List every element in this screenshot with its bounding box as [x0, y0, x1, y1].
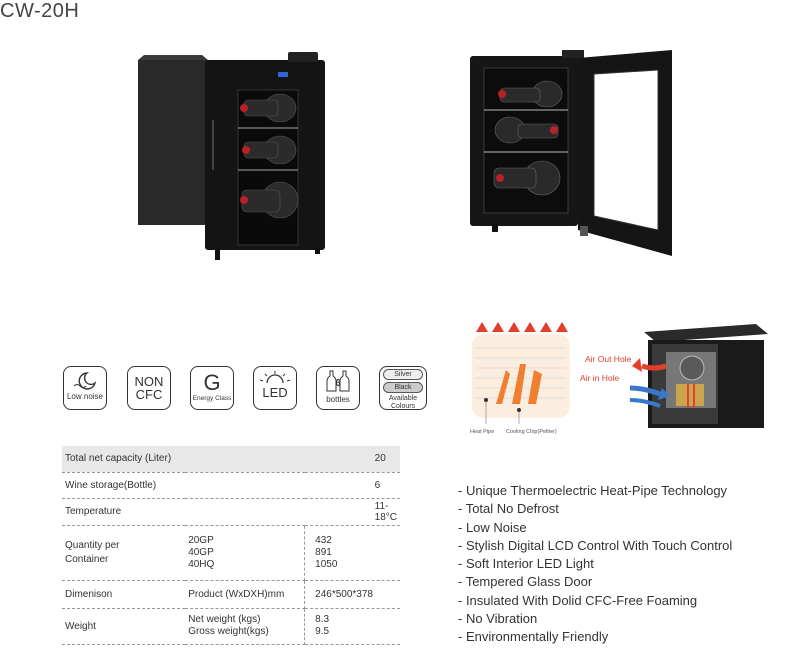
bottles-label: bottles — [326, 395, 350, 404]
energy-class-icon: G Energy Class — [190, 366, 234, 410]
colour-black: Black — [383, 382, 423, 393]
spec-dimension-sub: Product (WxDXH)mm — [185, 580, 306, 609]
energy-class-letter: G — [203, 370, 221, 395]
spec-row-capacity: Total net capacity (Liter) 20 — [62, 446, 400, 473]
model-name: CW-20H — [0, 0, 80, 22]
spec-weight-gross-value: 9.5 — [315, 626, 330, 637]
spec-quantity-sub: 20GP 40GP 40HQ — [185, 525, 306, 581]
non-cfc-icon: NON CFC — [127, 366, 171, 410]
features-list: - Unique Thermoelectric Heat-Pipe Techno… — [458, 482, 732, 647]
spec-row-temperature: Temperature 11-18°C — [62, 498, 400, 526]
spec-dimension-value: 246*500*378 — [304, 580, 400, 609]
air-out-label: Air Out Hole — [585, 354, 632, 364]
non-cfc-line1: NON — [134, 374, 164, 389]
heat-pipe-diagram — [472, 322, 570, 424]
spec-quantity-label: Quantity per Container — [62, 525, 186, 581]
spec-quantity-label-2: Container — [65, 554, 109, 565]
spec-storage-label: Wine storage(Bottle) — [62, 472, 305, 499]
product-photo-closed — [138, 52, 325, 260]
spec-quantity-20gp: 20GP — [188, 534, 214, 546]
feature-item: - Soft Interior LED Light — [458, 556, 594, 572]
spec-temperature-value: 11-18°C — [304, 498, 400, 526]
spec-row-storage: Wine storage(Bottle) 6 — [62, 472, 400, 499]
feature-item: - Stylish Digital LCD Control With Touch… — [458, 537, 733, 553]
airflow-diagram — [629, 324, 768, 428]
feature-item: - Insulated With Dolid CFC-Free Foaming — [458, 592, 698, 608]
led-label: LED — [262, 385, 288, 400]
air-in-label: Air in Hole — [580, 373, 620, 383]
spec-quantity-values: 432 891 1050 — [304, 525, 400, 581]
spec-row-dimension: Dimenison Product (WxDXH)mm 246*500*378 — [62, 580, 400, 609]
spec-quantity-value-40hq: 1050 — [315, 558, 338, 570]
spec-weight-label: Weight — [62, 608, 186, 645]
product-photo-open — [470, 50, 672, 256]
colours-label-2: Colours — [390, 403, 416, 410]
feature-item: - Unique Thermoelectric Heat-Pipe Techno… — [458, 483, 728, 498]
feature-item: - Environmentally Friendly — [458, 629, 609, 645]
spec-dimension-label: Dimenison — [62, 580, 186, 609]
spec-weight-sub: Net weight (kgs) Gross weight(kgs) — [185, 608, 306, 645]
energy-class-label: Energy Class — [192, 395, 232, 402]
heat-pipe-label: Heat Pipe — [470, 429, 495, 435]
spec-quantity-label-1: Quantity per — [65, 540, 120, 551]
bottles-count: 6 — [335, 378, 341, 389]
spec-capacity-label: Total net capacity (Liter) — [62, 446, 305, 473]
feature-item: - Tempered Glass Door — [458, 574, 593, 590]
feature-item: - Low Noise — [458, 519, 527, 535]
spec-weight-values: 8.3 9.5 — [304, 608, 400, 645]
colours-label-1: Available — [388, 395, 418, 402]
feature-item: - Total No Defrost — [458, 501, 559, 517]
spec-temperature-label: Temperature — [62, 498, 305, 526]
led-icon: LED — [253, 366, 297, 410]
bottles-icon: 6 bottles — [316, 366, 360, 410]
low-noise-icon: Low noise — [63, 366, 107, 410]
colour-silver: Silver — [383, 369, 423, 380]
spec-storage-value: 6 — [304, 472, 400, 499]
spec-quantity-40gp: 40GP — [188, 546, 214, 558]
spec-table: Total net capacity (Liter) 20 Wine stora… — [62, 446, 400, 645]
spec-weight-gross-label: Gross weight(kgs) — [188, 626, 269, 637]
cooling-chip-label: Cooling Chip(Peltier) — [506, 429, 557, 435]
spec-row-quantity: Quantity per Container 20GP 40GP 40HQ 43… — [62, 525, 400, 581]
colour-options: Silver Black Available Colours — [379, 366, 427, 410]
low-noise-label: Low noise — [66, 392, 104, 401]
spec-quantity-40hq: 40HQ — [188, 558, 215, 570]
spec-weight-net-label: Net weight (kgs) — [188, 614, 261, 625]
spec-row-weight: Weight Net weight (kgs) Gross weight(kgs… — [62, 608, 400, 645]
non-cfc-line2: CFC — [135, 387, 163, 402]
spec-quantity-value-20gp: 432 — [315, 534, 332, 546]
spec-weight-net-value: 8.3 — [315, 614, 330, 625]
spec-quantity-value-40gp: 891 — [315, 546, 332, 558]
feature-item: - No Vibration — [458, 611, 538, 627]
spec-capacity-value: 20 — [304, 446, 400, 473]
